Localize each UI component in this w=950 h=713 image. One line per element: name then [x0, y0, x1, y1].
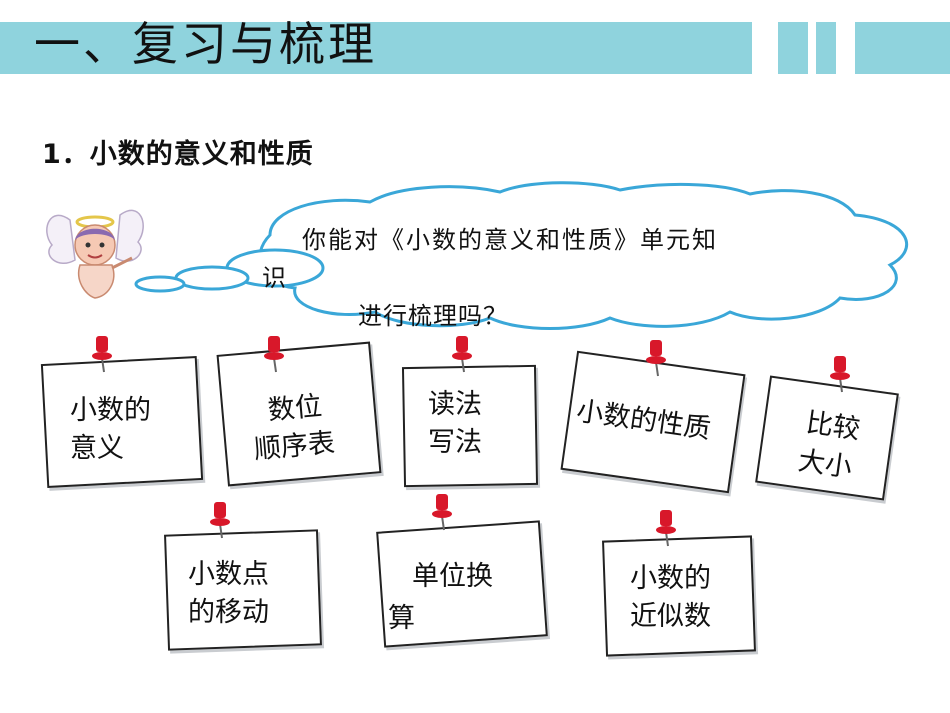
note-line: 小数点: [188, 559, 269, 590]
pushpin-icon: [646, 340, 666, 377]
note-line: 小数的: [630, 563, 711, 594]
pushpin-icon: [452, 336, 472, 373]
bubble-text: 你能对《小数的意义和性质》单元知: [302, 226, 718, 254]
pushpin-icon: [656, 510, 676, 547]
bubble-text: 进行梳理吗？: [358, 302, 508, 330]
pushpin-icon: [432, 494, 452, 531]
pushpin-icon: [830, 356, 850, 393]
pushpin-icon: [92, 336, 112, 373]
title-deco-block: [855, 22, 950, 74]
note-line: 顺序表: [252, 427, 337, 466]
note-line: 写法: [428, 427, 482, 458]
thought-cloud-icon: [134, 181, 909, 330]
note-line: 算: [388, 603, 415, 634]
note-line: 的移动: [188, 597, 269, 628]
note-line: 小数的: [70, 395, 151, 426]
title-deco-block: [778, 22, 808, 74]
note-line: 读法: [428, 389, 482, 420]
title-bar: [0, 22, 752, 74]
bubble-text-wrap: 识: [262, 264, 286, 292]
note-line: 数位: [266, 390, 324, 427]
note-line: 单位换: [412, 561, 493, 592]
note-line: 比较: [804, 407, 862, 446]
note-line: 大小: [796, 445, 854, 484]
title-deco-block: [816, 22, 836, 74]
pushpin-icon: [210, 502, 230, 539]
note-line: 意义: [70, 433, 124, 464]
angel-illustration-icon: [46, 209, 144, 299]
pushpin-icon: [264, 336, 284, 373]
section-heading: 1．小数的意义和性质: [42, 139, 314, 170]
slide-title: 一、复习与梳理: [34, 17, 377, 71]
note-line: 近似数: [630, 601, 711, 632]
